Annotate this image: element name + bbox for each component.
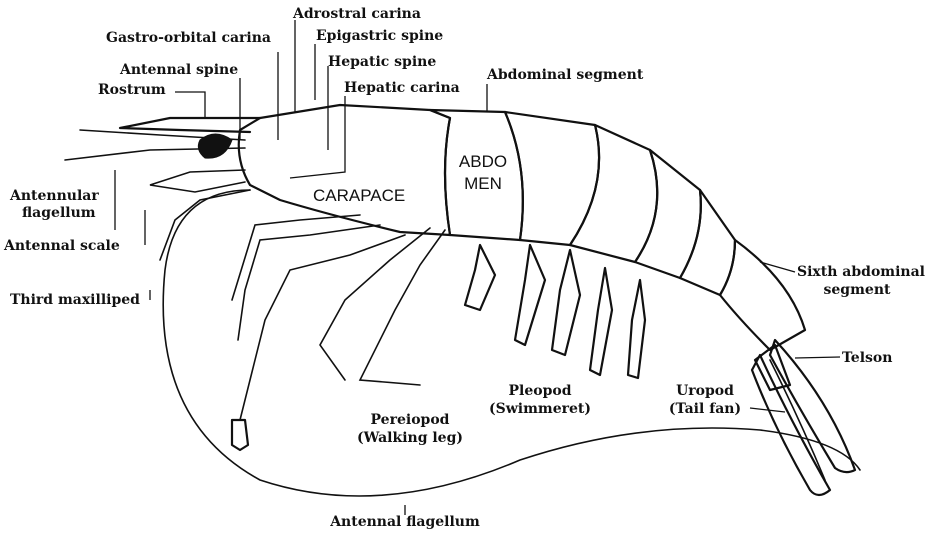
label-pleopod-line-2: (Swimmeret) <box>480 401 600 417</box>
label-adrostral-carina: Adrostral carina <box>293 6 421 22</box>
abdomen-segment-3 <box>570 125 657 262</box>
claw <box>232 420 248 450</box>
pereiopod-3 <box>240 235 405 420</box>
abdomen-segment-2 <box>505 112 599 245</box>
lead-rostrum <box>175 92 205 118</box>
pereiopod-4 <box>238 225 380 340</box>
pereiopod-2 <box>320 228 430 380</box>
eye <box>198 134 232 158</box>
label-uropod-line-2: (Tail fan) <box>655 401 755 417</box>
label-antennal-flagellum: Antennal flagellum <box>325 514 485 530</box>
label-rostrum: Rostrum <box>98 82 166 98</box>
label-antennal-spine: Antennal spine <box>120 62 238 78</box>
abdomen-segment-4 <box>635 150 701 278</box>
pereiopod-1 <box>360 230 445 385</box>
label-pereiopod-line-1: Pereiopod <box>350 412 470 428</box>
label-pleopod-line-1: Pleopod <box>480 383 600 399</box>
label-telson: Telson <box>842 350 892 366</box>
label-carapace: CARAPACE <box>313 186 405 206</box>
label-epigastric-spine: Epigastric spine <box>316 28 443 44</box>
label-sixth-abdominal-segment-line-1: Sixth abdominal <box>797 264 925 280</box>
label-antennal-scale: Antennal scale <box>4 238 120 254</box>
label-third-maxilliped: Third maxilliped <box>10 292 140 308</box>
label-abdomen-line-2: MEN <box>453 174 513 194</box>
sixth-abdominal-segment-shape <box>720 240 805 350</box>
label-uropod-line-1: Uropod <box>655 383 755 399</box>
pleopod-3 <box>552 250 580 355</box>
label-hepatic-spine: Hepatic spine <box>328 54 436 70</box>
label-abdomen-line-1: ABDO <box>453 152 513 172</box>
pleopod-2 <box>515 245 545 345</box>
antennal-scale-shape <box>150 170 245 192</box>
pleopods <box>465 245 645 378</box>
label-hepatic-carina: Hepatic carina <box>344 80 460 96</box>
label-antennular-flagellum-line-2: flagellum <box>22 205 96 221</box>
antennal-flagellum-whip <box>163 190 860 496</box>
pleopod-5 <box>628 280 645 378</box>
label-abdominal-segment: Abdominal segment <box>487 67 643 83</box>
label-gastro-orbital-carina: Gastro-orbital carina <box>106 30 271 46</box>
label-sixth-abdominal-segment-line-2: segment <box>797 282 917 298</box>
uropod-inner-line <box>770 360 825 480</box>
lead-telson <box>795 357 840 358</box>
pleopod-1 <box>465 245 495 310</box>
label-antennular-flagellum-line-1: Antennular <box>10 188 99 204</box>
label-pereiopod-line-2: (Walking leg) <box>350 430 470 446</box>
pleopod-4 <box>590 268 612 375</box>
